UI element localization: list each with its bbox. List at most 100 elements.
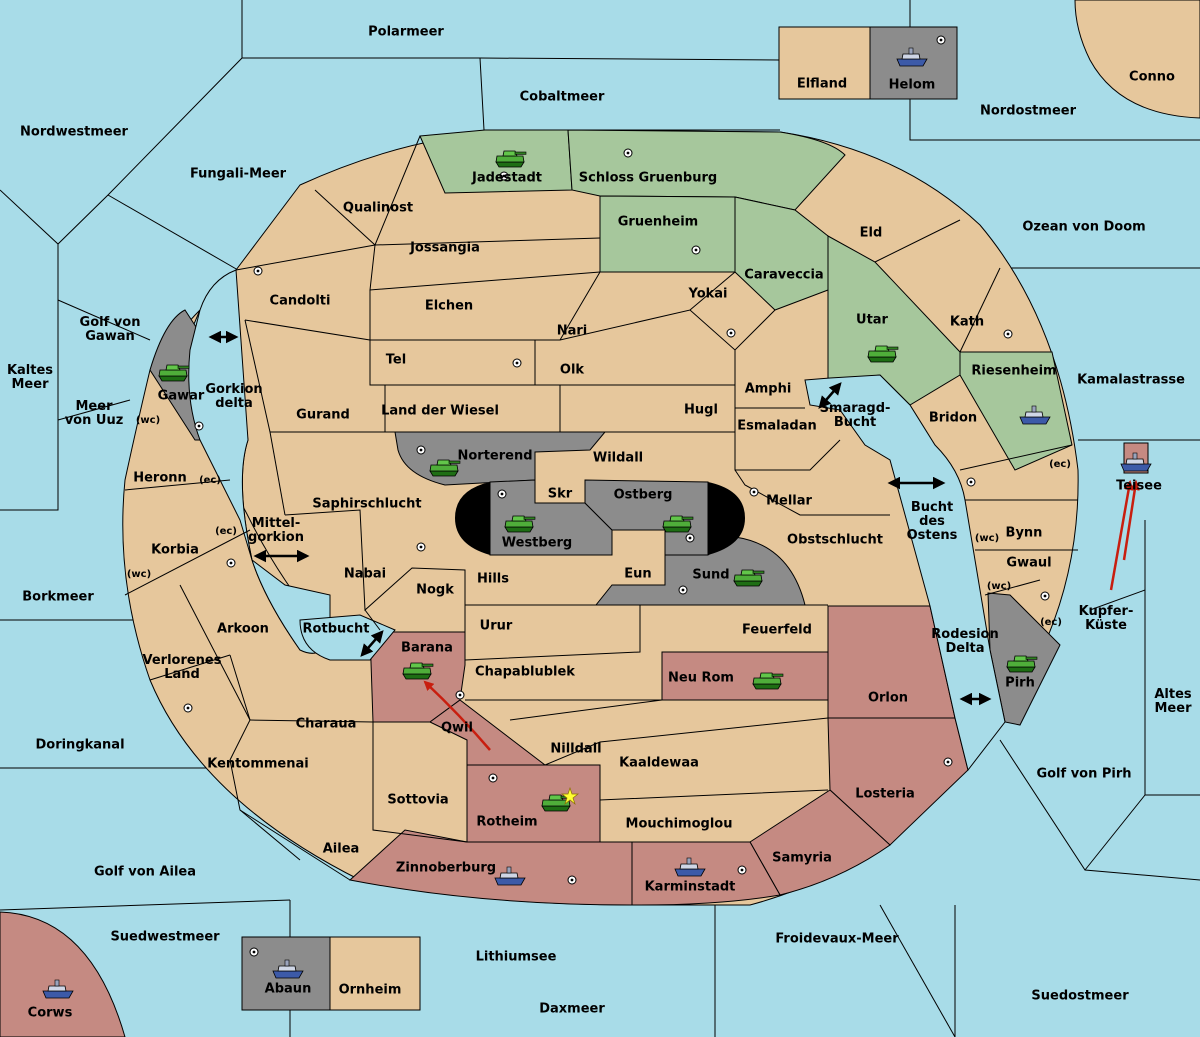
province-label-nabai: Nabai [344, 567, 386, 582]
coast-label-ec: (ec) [1040, 617, 1062, 628]
province-label-mellar: Mellar [766, 494, 812, 509]
province-label-heronn: Heronn [133, 471, 187, 486]
province-label-qwil: Qwil [441, 721, 473, 736]
province-label-gruenheim: Gruenheim [618, 215, 698, 230]
coast-label-ec: (ec) [1049, 459, 1071, 470]
sea-label-daxmeer: Daxmeer [539, 1002, 605, 1017]
province-label-norterend: Norterend [457, 449, 532, 464]
province-rotheim[interactable] [466, 764, 601, 843]
province-label-obstschlucht: Obstschlucht [787, 533, 883, 548]
province-label-hugl: Hugl [684, 403, 718, 418]
province-label-sund: Sund [692, 568, 729, 583]
province-label-rotheim: Rotheim [476, 815, 537, 830]
province-label-olk: Olk [560, 363, 585, 378]
province-label-nari: Nari [557, 324, 588, 339]
province-karminstadt[interactable] [631, 841, 781, 906]
sea-label-kupfer-kuste: Kupfer-Küste [1079, 604, 1134, 633]
province-label-kaaldewaa: Kaaldewaa [619, 756, 699, 771]
sea-label-polarmeer: Polarmeer [368, 25, 444, 40]
province-label-schloss-gruenburg: Schloss Gruenburg [579, 171, 717, 186]
province-label-karminstadt: Karminstadt [645, 880, 736, 895]
province-label-ostberg: Ostberg [614, 488, 673, 503]
province-gruenheim[interactable] [599, 195, 736, 273]
province-label-korbia: Korbia [151, 543, 199, 558]
province-label-arkoon: Arkoon [217, 622, 269, 637]
sea-label-ozean-von-doom: Ozean von Doom [1022, 220, 1145, 235]
province-label-nogk: Nogk [416, 583, 454, 598]
province-label-abaun: Abaun [265, 982, 312, 997]
province-label-jossangia: Jossangia [409, 241, 480, 256]
sea-label-borkmeer: Borkmeer [22, 590, 94, 605]
province-label-amphi: Amphi [745, 382, 792, 397]
province-label-kath: Kath [950, 315, 984, 330]
sea-label-golf-von-ailea: Golf von Ailea [94, 865, 196, 880]
coast-label-wc: (wc) [987, 581, 1011, 592]
sea-label-doringkanal: Doringkanal [35, 738, 124, 753]
coast-label-ec: (ec) [215, 526, 237, 537]
province-label-corws: Corws [28, 1006, 73, 1021]
province-label-gurand: Gurand [296, 408, 350, 423]
province-ornheim[interactable] [329, 936, 421, 1011]
order-arrow-teisee-1 [1109, 480, 1134, 591]
province-label-losteria: Losteria [855, 787, 915, 802]
province-label-nilldall: Nilldall [550, 742, 601, 757]
province-losteria[interactable] [827, 717, 969, 846]
sea-label-kamalastrasse: Kamalastrasse [1077, 373, 1185, 388]
coast-label-ec: (ec) [199, 475, 221, 486]
sea-label-froidevaux-meer: Froidevaux-Meer [775, 932, 899, 947]
province-label-kentommenai: Kentommenai [207, 757, 308, 772]
sea-label-suedostmeer: Suedostmeer [1031, 989, 1129, 1004]
units [42, 47, 1152, 999]
territories [149, 129, 1073, 906]
province-label-saphirschlucht: Saphirschlucht [312, 497, 421, 512]
coast-label-wc: (wc) [127, 569, 151, 580]
province-label-candolti: Candolti [270, 294, 331, 309]
province-label-mouchimoglou: Mouchimoglou [626, 817, 733, 832]
province-label-orlon: Orlon [868, 691, 908, 706]
province-label-hills: Hills [477, 572, 509, 587]
province-label-zinnoberburg: Zinnoberburg [396, 861, 496, 876]
province-label-wildall: Wildall [593, 451, 643, 466]
province-label-esmaladan: Esmaladan [737, 419, 817, 434]
province-label-utar: Utar [856, 313, 889, 328]
sea-label-golf-von-pirh: Golf von Pirh [1036, 767, 1131, 782]
province-corws[interactable] [0, 911, 126, 1037]
label-layer: PolarmeerCobaltmeerNordwestmeerNordostme… [7, 25, 1192, 1021]
province-label-teisee: Teisee [1116, 479, 1162, 494]
province-label-charaua: Charaua [296, 717, 357, 732]
province-label-barana: Barana [401, 641, 453, 656]
province-label-gwaul: Gwaul [1006, 556, 1051, 571]
province-label-elchen: Elchen [425, 299, 473, 314]
province-label-conno: Conno [1129, 70, 1175, 85]
province-label-neu-rom: Neu Rom [668, 671, 734, 686]
province-conno[interactable] [1074, 0, 1200, 119]
sea-label-smaragd-bucht: Smaragd-Bucht [820, 401, 891, 430]
province-label-helom: Helom [889, 78, 936, 93]
province-label-pirh: Pirh [1005, 676, 1035, 691]
province-label-caraveccia: Caraveccia [744, 268, 823, 283]
province-elfland[interactable] [778, 26, 871, 100]
order-arrows [423, 480, 1140, 751]
province-label-elfland: Elfland [797, 77, 847, 92]
province-label-feuerfeld: Feuerfeld [742, 623, 812, 638]
order-arrow-teisee-2 [1122, 480, 1140, 561]
coast-label-wc: (wc) [975, 533, 999, 544]
province-label-skr: Skr [548, 487, 573, 502]
province-label-qualinost: Qualinost [343, 201, 413, 216]
province-label-ailea: Ailea [323, 842, 360, 857]
province-label-land-der-wiesel: Land der Wiesel [381, 404, 499, 419]
star-icon [561, 786, 579, 806]
province-riesenheim[interactable] [959, 351, 1073, 471]
province-label-eun: Eun [624, 567, 651, 582]
province-label-bynn: Bynn [1006, 526, 1043, 541]
coast-label-wc: (wc) [136, 415, 160, 426]
sea-label-suedwestmeer: Suedwestmeer [110, 930, 220, 945]
connection-arrows [208, 330, 992, 706]
